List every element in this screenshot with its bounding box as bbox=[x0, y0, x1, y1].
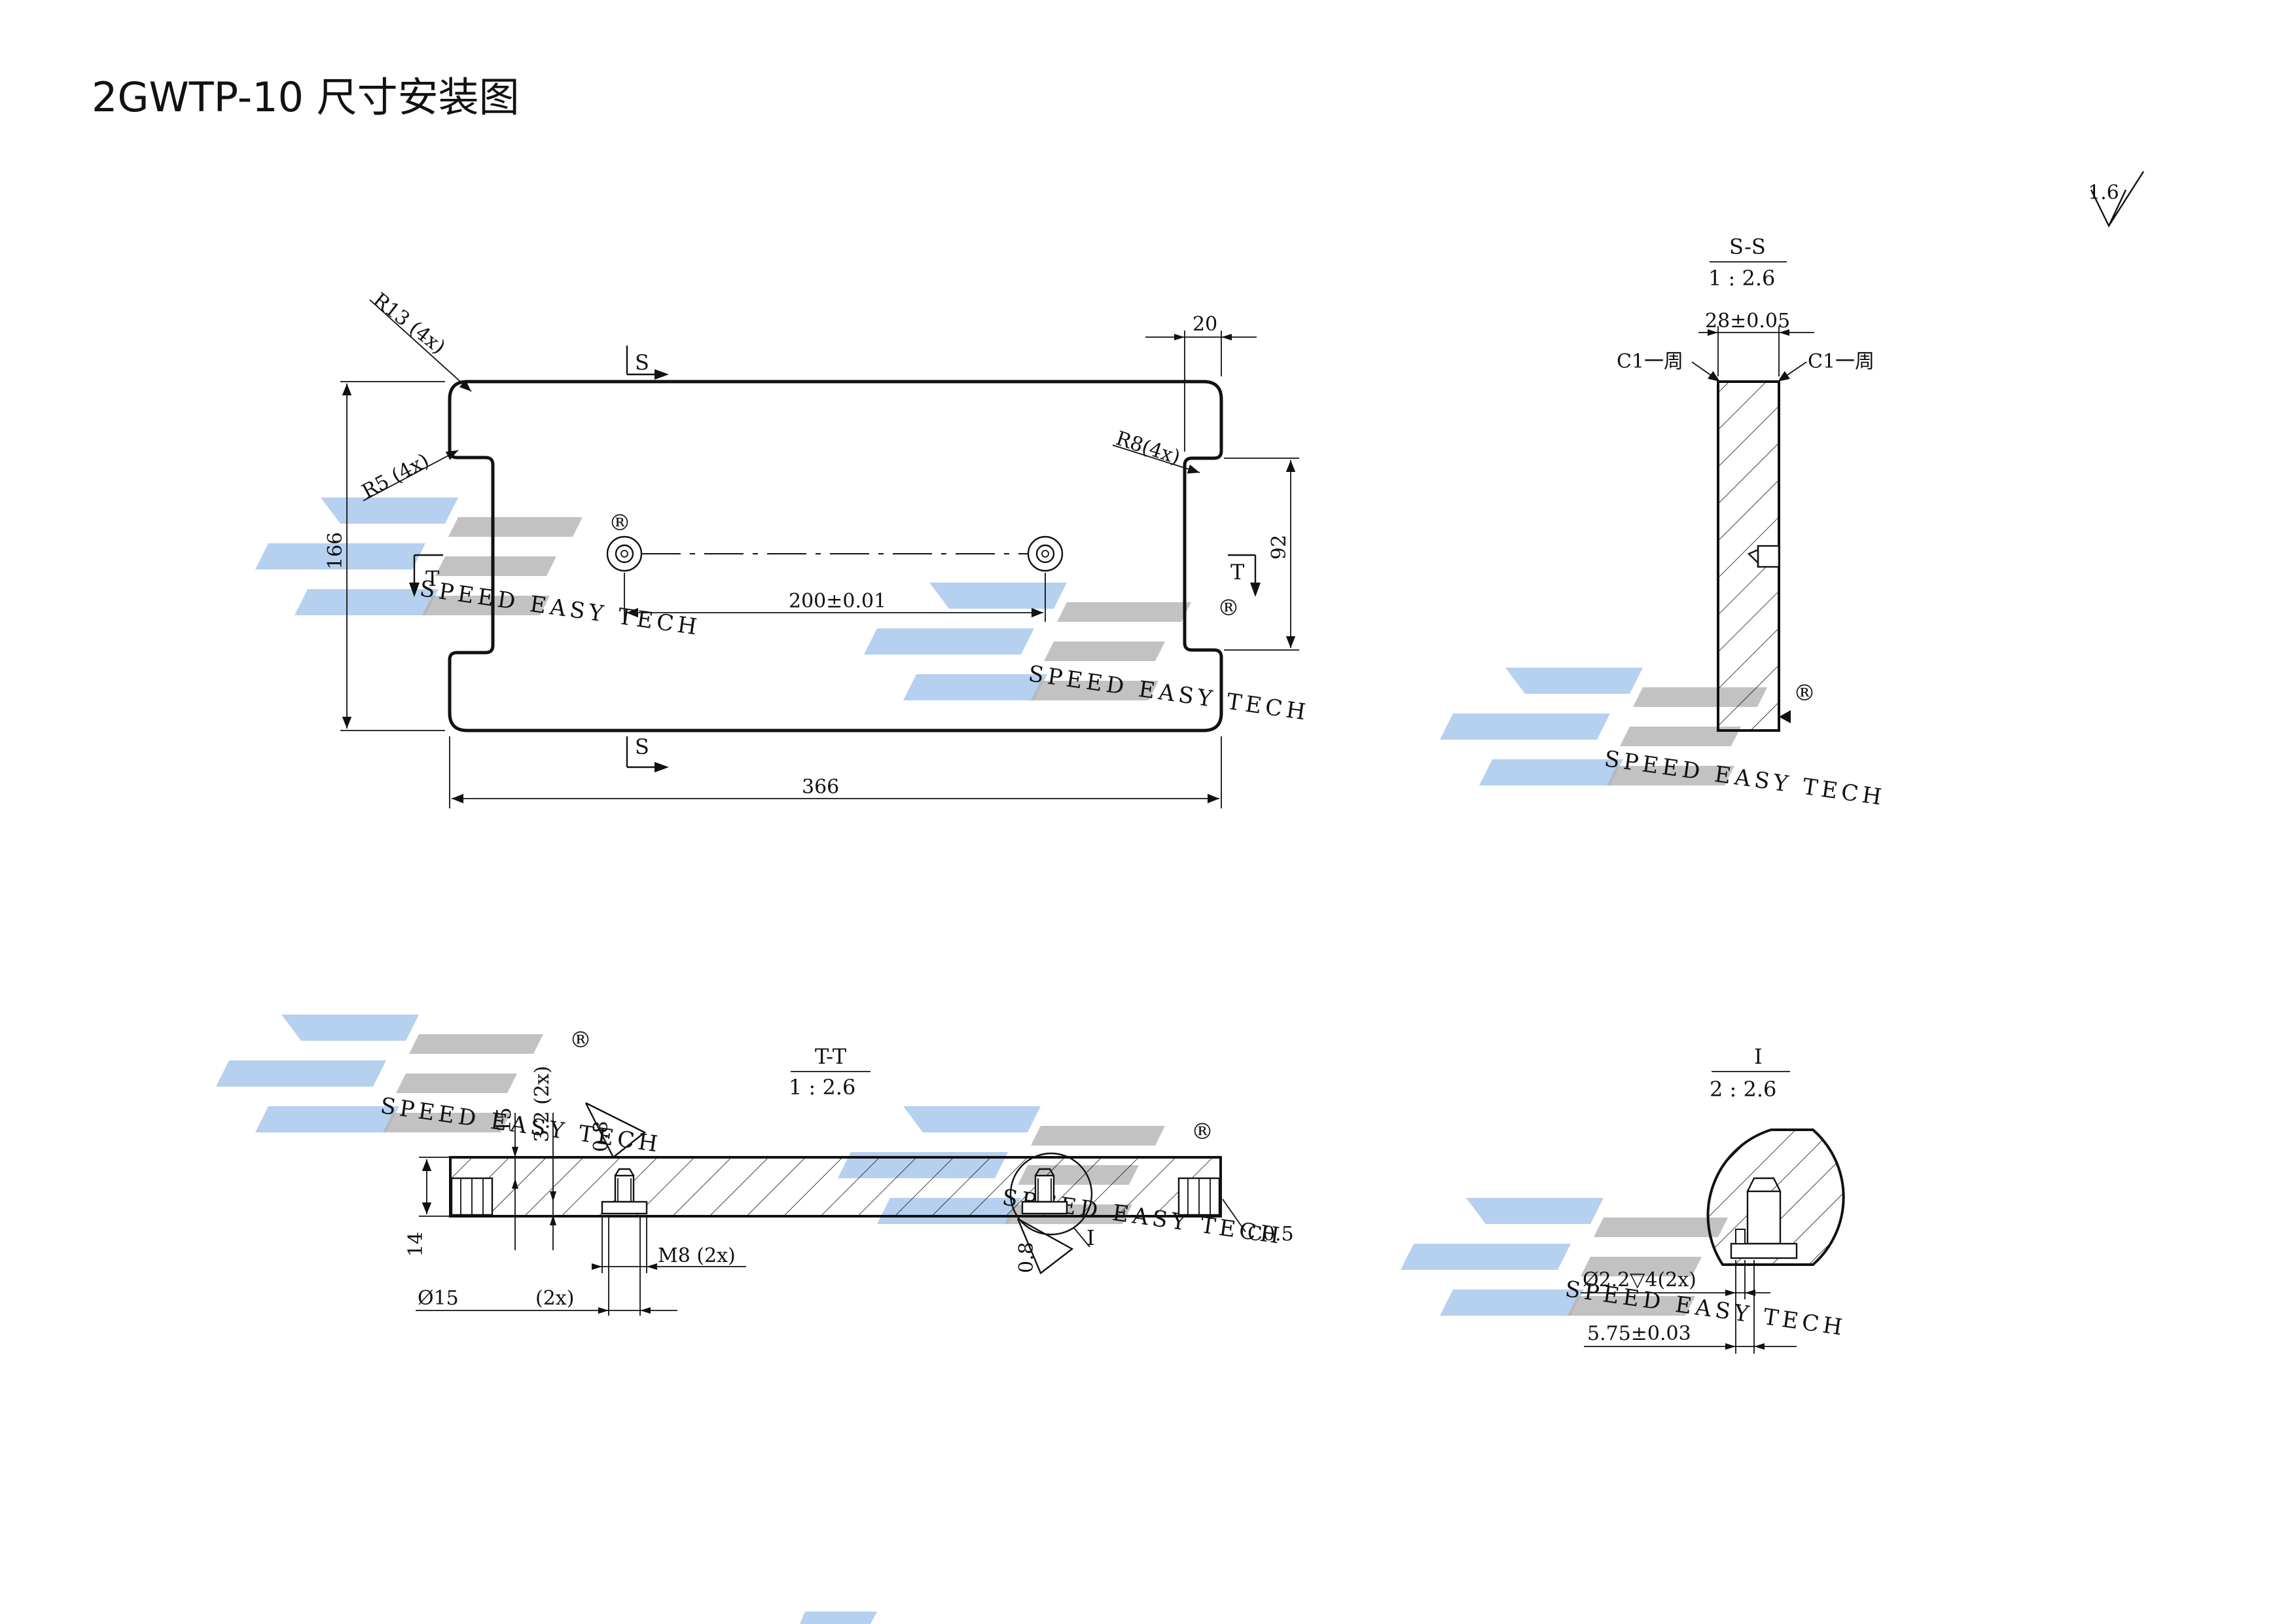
dim-166: 166 bbox=[324, 532, 347, 569]
section-ss-pin bbox=[1747, 539, 1780, 573]
mounting-hole-right bbox=[1027, 535, 1064, 572]
section-tt: T-T 1 : 2.6 bbox=[404, 1044, 1294, 1316]
pin-right bbox=[1021, 1168, 1068, 1215]
watermark-registered: ® bbox=[609, 510, 635, 536]
detail-i: I 2 : 2.6 Ø2.2▽4(2x) 5.75±0.03 bbox=[1581, 1044, 1845, 1354]
label-r13: R13 (4x) bbox=[368, 289, 450, 359]
watermark-registered: ® bbox=[1793, 680, 1820, 706]
dim-20: 20 bbox=[1193, 313, 1217, 336]
mounting-hole-left bbox=[606, 535, 643, 572]
dim-x2: (2x) bbox=[535, 1287, 574, 1310]
dim-200: 200±0.01 bbox=[789, 590, 886, 613]
watermark-registered: ® bbox=[569, 1027, 596, 1053]
pin-left bbox=[601, 1168, 648, 1215]
page-title: 2GWTP-10 尺寸安装图 bbox=[92, 73, 520, 121]
rough-08-bottom: 0.8 bbox=[1015, 1242, 1038, 1273]
watermark-registered: ® bbox=[1217, 595, 1244, 621]
watermark-fragment bbox=[800, 1612, 877, 1624]
section-ss-scale: 1 : 2.6 bbox=[1708, 266, 1775, 291]
dim-offset: 5.75±0.03 bbox=[1587, 1322, 1691, 1345]
dim-14: 14 bbox=[404, 1232, 427, 1257]
section-tt-title: T-T bbox=[815, 1044, 847, 1069]
label-r8: R8(4x) bbox=[1113, 427, 1183, 469]
detail-circle-i bbox=[1009, 1152, 1093, 1236]
dim-hole: Ø2.2▽4(2x) bbox=[1583, 1269, 1696, 1291]
plate-outline bbox=[448, 380, 1223, 732]
counterbore-right bbox=[1177, 1177, 1221, 1216]
label-r5: R5 (4x) bbox=[358, 449, 433, 503]
counterbore-left bbox=[450, 1177, 493, 1216]
dim-phi15: Ø15 bbox=[418, 1287, 459, 1310]
dim-92: 92 bbox=[1268, 535, 1291, 560]
section-mark-s-top: S bbox=[635, 350, 649, 375]
section-mark-t-left: T bbox=[425, 566, 440, 591]
plan-view: 366 166 92 20 200±0.01 R13 (4x) R5 (4x) … bbox=[324, 289, 1299, 808]
roughness-symbol-top: 0.8 bbox=[584, 1102, 647, 1159]
roughness-symbol-bottom: 0.8 bbox=[1015, 1218, 1074, 1274]
section-tt-scale: 1 : 2.6 bbox=[789, 1075, 855, 1100]
watermark-logo: SPEED EASY TECH ® bbox=[864, 583, 1311, 726]
section-tt-body bbox=[449, 1156, 1222, 1218]
dim-thickness: 28±0.05 bbox=[1705, 310, 1790, 333]
dim-15: 15 bbox=[493, 1108, 516, 1132]
watermark-logo: SPEED EASY TECH ® bbox=[255, 497, 702, 641]
dim-366: 366 bbox=[802, 776, 839, 799]
detail-i-pin bbox=[1730, 1177, 1798, 1259]
section-mark-s-bottom: S bbox=[635, 734, 649, 759]
detail-i-scale: 2 : 2.6 bbox=[1710, 1077, 1776, 1102]
section-mark-t-right: T bbox=[1230, 560, 1245, 585]
watermark-registered: ® bbox=[1191, 1119, 1217, 1145]
watermark-logo: SPEED EASY TECH ® bbox=[1440, 668, 1887, 811]
dim-32: 3.2 (2x) bbox=[531, 1066, 554, 1142]
watermark-logos: SPEED EASY TECH ® SPEED EASY TECH ® SPEE… bbox=[216, 497, 1887, 1624]
dim-m8: M8 (2x) bbox=[658, 1244, 736, 1267]
chamfer-left: C1一周 bbox=[1617, 350, 1683, 373]
rough-08-top: 0.8 bbox=[590, 1121, 613, 1152]
section-ss: S-S 1 : 2.6 28±0.05 C1一周 C1一周 bbox=[1617, 234, 1874, 732]
surface-roughness-symbol: 1.6 bbox=[2088, 171, 2145, 228]
section-ss-title: S-S bbox=[1729, 234, 1766, 259]
detail-marker-i: I bbox=[1086, 1225, 1095, 1250]
roughness-value: 1.6 bbox=[2088, 181, 2119, 204]
chamfer-right: C1一周 bbox=[1808, 350, 1874, 373]
detail-i-title: I bbox=[1754, 1044, 1763, 1069]
label-c05: C0.5 bbox=[1247, 1223, 1294, 1246]
